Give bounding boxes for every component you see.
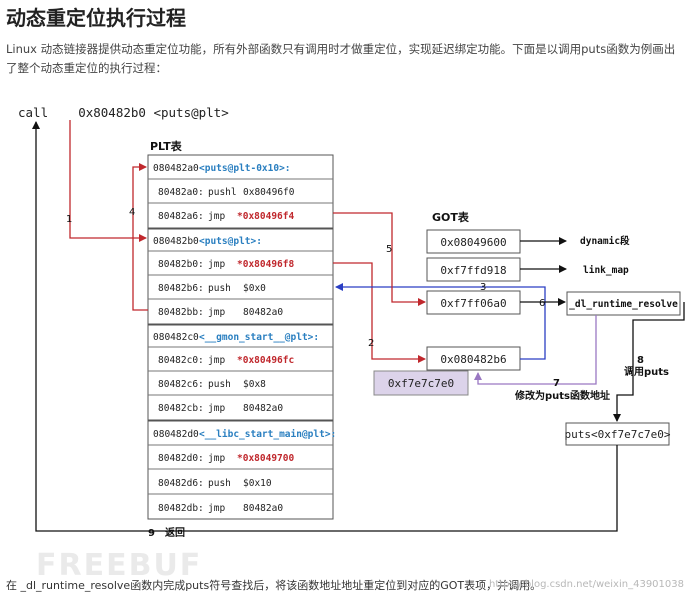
step-7-text: 修改为puts函数地址	[514, 389, 610, 402]
step-7-label: 7	[553, 378, 560, 389]
got-entry-value: 0x080482b6	[440, 353, 506, 366]
step-4-label: 4	[129, 207, 135, 218]
arrow-step-2	[333, 262, 426, 363]
link-map-label: link_map	[583, 265, 629, 276]
plt-header-symbol: <puts@plt-0x10>:	[199, 163, 291, 174]
resolver-box: _dl_runtime_resolve	[566, 291, 681, 316]
step-9-label: 9	[148, 528, 155, 539]
plt-block-1: 080482b0 <puts@plt>: 80482b0: jmp *0x804…	[147, 228, 334, 325]
arrow-step-3	[335, 283, 546, 360]
plt-row-addr: 80482bb:	[158, 307, 204, 318]
freebuf-watermark: FREEBUF	[36, 548, 203, 583]
call-instruction: call 0x80482b0 <puts@plt>	[18, 105, 229, 120]
csdn-watermark: https://blog.csdn.net/weixin_43901038	[488, 579, 684, 590]
plt-row-addr: 80482d0:	[158, 453, 204, 464]
dynamic-label: dynamic段	[580, 235, 630, 247]
plt-label: PLT表	[150, 139, 183, 153]
plt-row-addr: 80482cb:	[158, 403, 204, 414]
step-8-text: 调用puts	[624, 365, 669, 378]
step-3-label: 3	[480, 282, 486, 293]
plt-row-ins: pushl	[208, 187, 237, 198]
plt-header-symbol: <__gmon_start__@plt>:	[199, 332, 319, 343]
intro-paragraph: Linux 动态链接器提供动态重定位功能，所有外部函数只有调用时才做重定位，实现…	[6, 42, 676, 75]
plt-row-addr: 80482db:	[158, 503, 204, 514]
arrow-step-9	[32, 121, 618, 532]
plt-row-ins: jmp	[208, 307, 225, 318]
plt-row-ins: push	[208, 283, 231, 294]
got-entry-value: 0xf7ff06a0	[440, 297, 506, 310]
plt-header-addr: 080482a0	[153, 163, 199, 174]
plt-row-addr: 80482a6:	[158, 211, 204, 222]
got-entry-1: 0xf7ffd918	[426, 257, 521, 282]
plt-header-addr: 080482d0	[153, 429, 199, 440]
plt-row-addr: 80482d6:	[158, 478, 204, 489]
plt-header-addr: 080482b0	[153, 236, 199, 247]
got-entry-0: 0x08049600	[426, 229, 521, 254]
puts-result: puts<0xf7e7c7e0>	[565, 428, 671, 441]
plt-row-op: $0x10	[243, 478, 272, 489]
plt-row-ins: jmp	[208, 403, 225, 414]
plt-row-op-highlight: *0x80496f4	[237, 211, 294, 222]
arrow-step-4	[132, 163, 148, 311]
plt-row-op: 80482a0	[243, 307, 283, 318]
arrow-step-8	[613, 302, 685, 422]
step-2-label: 2	[368, 338, 374, 349]
plt-row-addr: 80482c6:	[158, 379, 204, 390]
plt-row-ins: jmp	[208, 453, 225, 464]
step-8-label: 8	[637, 355, 644, 366]
resolved-value-box: 0xf7e7c7e0	[373, 370, 469, 396]
footer-caption: 在 _dl_runtime_resolve函数内完成puts符号查找后，将该函数…	[6, 579, 542, 592]
plt-row-op-highlight: *0x80496f8	[237, 259, 294, 270]
plt-row-op: $0x8	[243, 379, 266, 390]
plt-block-0: 080482a0 <puts@plt-0x10>: 80482a0: pushl…	[147, 154, 334, 229]
arrow-step-1	[69, 120, 147, 242]
plt-row-op: 80482a0	[243, 403, 283, 414]
arrow-step-7	[474, 315, 597, 385]
step-5-label: 5	[386, 244, 392, 255]
plt-block-2: 080482c0 <__gmon_start__@plt>: 80482c0: …	[147, 324, 334, 421]
plt-row-op: $0x0	[243, 283, 266, 294]
plt-row-ins: jmp	[208, 503, 225, 514]
plt-header-addr: 080482c0	[153, 332, 199, 343]
plt-header-symbol: <puts@plt>:	[199, 236, 262, 247]
got-entry-value: 0x08049600	[440, 236, 506, 249]
step-1-label: 1	[66, 214, 72, 225]
plt-row-ins: jmp	[208, 211, 225, 222]
plt-row-ins: jmp	[208, 259, 225, 270]
plt-row-ins: jmp	[208, 355, 225, 366]
puts-result-box: puts<0xf7e7c7e0>	[565, 422, 671, 446]
plt-row-ins: push	[208, 478, 231, 489]
plt-row-addr: 80482b0:	[158, 259, 204, 270]
plt-header-symbol: <__libc_start_main@plt>:	[199, 429, 336, 440]
plt-block-3: 080482d0 <__libc_start_main@plt>: 80482d…	[147, 420, 336, 520]
plt-row-op: 80482a0	[243, 503, 283, 514]
got-label: GOT表	[432, 210, 470, 224]
plt-row-addr: 80482a0:	[158, 187, 204, 198]
plt-row-addr: 80482c0:	[158, 355, 204, 366]
got-entry-value: 0xf7ffd918	[440, 264, 506, 277]
plt-row-op-highlight: *0x8049700	[237, 453, 294, 464]
page-title: 动态重定位执行过程	[6, 6, 186, 30]
resolver-label: _dl_runtime_resolve	[569, 299, 678, 310]
step-6-label: 6	[539, 298, 545, 309]
plt-row-op: 0x80496f0	[243, 187, 295, 198]
plt-row-ins: push	[208, 379, 231, 390]
resolved-value: 0xf7e7c7e0	[388, 377, 454, 390]
got-entry-3: 0x080482b6	[426, 346, 521, 371]
arrow-step-5	[333, 212, 426, 306]
plt-row-addr: 80482b6:	[158, 283, 204, 294]
plt-row-op-highlight: *0x80496fc	[237, 355, 294, 366]
got-entry-2: 0xf7ff06a0	[426, 290, 521, 315]
step-9-text: 返回	[165, 526, 185, 539]
